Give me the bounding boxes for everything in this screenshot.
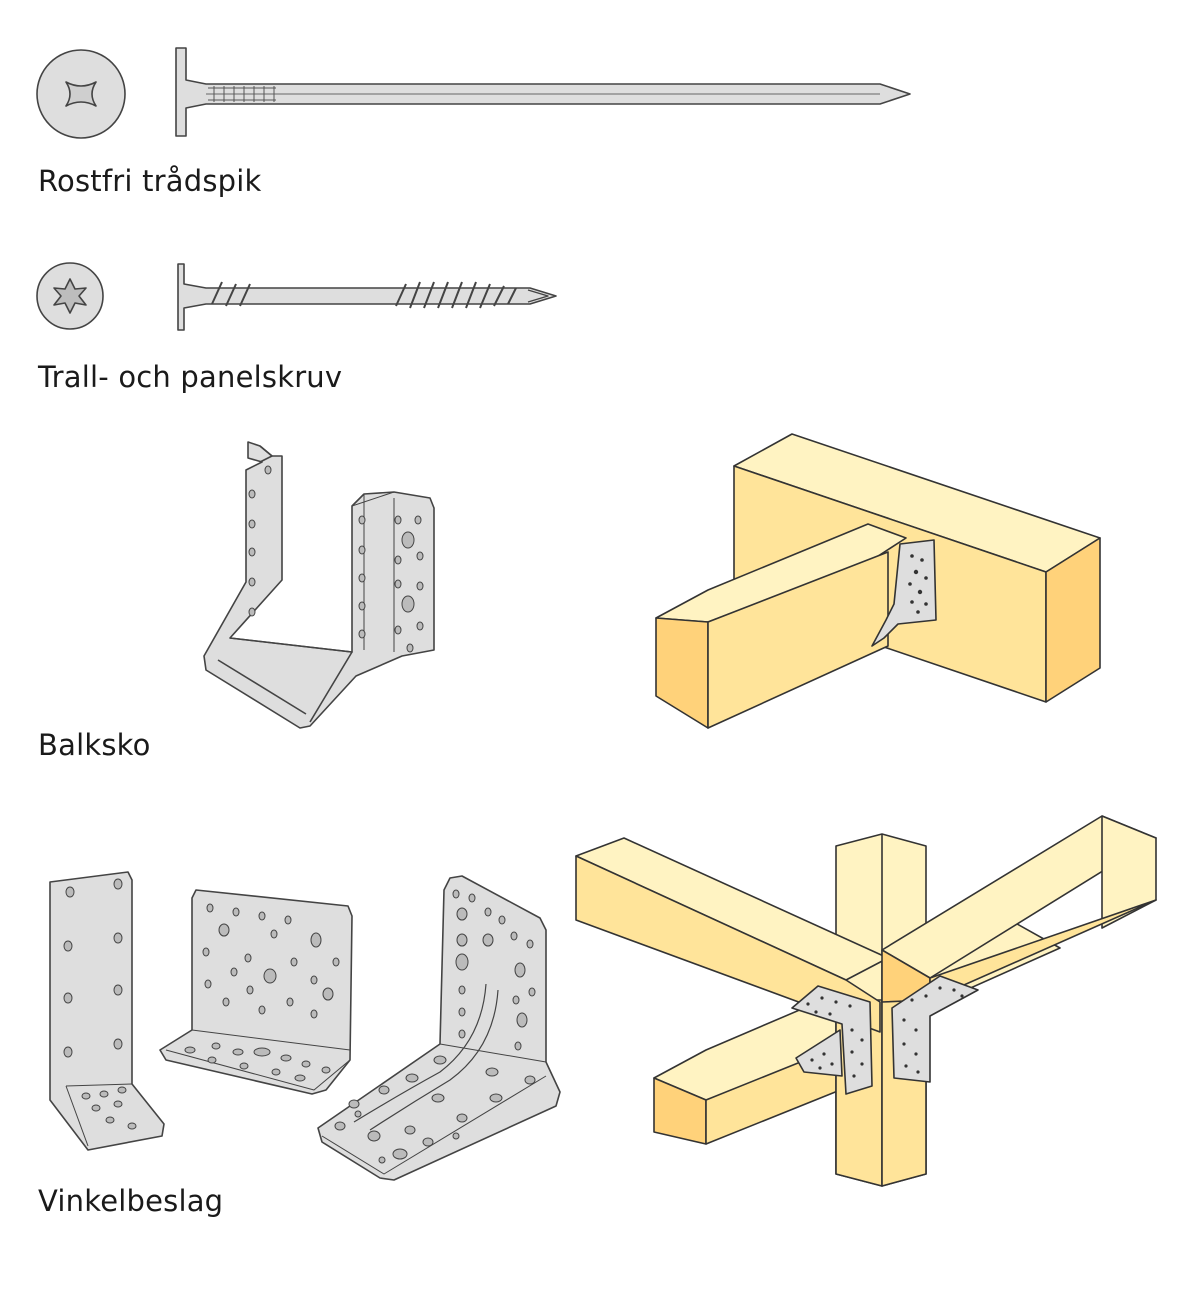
torx-head-icon xyxy=(36,262,104,330)
angle-bracket-assembly-icon xyxy=(575,815,1157,1187)
joist-hanger-assembly-icon xyxy=(655,433,1101,729)
label-nail: Rostfri trådspik xyxy=(38,164,262,198)
nail-head-icon xyxy=(36,49,126,139)
joist-hanger-icon xyxy=(203,441,435,729)
nail-icon xyxy=(175,47,911,137)
torx-screw-icon xyxy=(177,263,557,331)
label-screw: Trall- och panelskruv xyxy=(38,360,343,394)
angle-bracket-icon xyxy=(49,871,561,1181)
label-joist-hanger: Balksko xyxy=(38,728,151,762)
label-angle-bracket: Vinkelbeslag xyxy=(38,1184,224,1218)
